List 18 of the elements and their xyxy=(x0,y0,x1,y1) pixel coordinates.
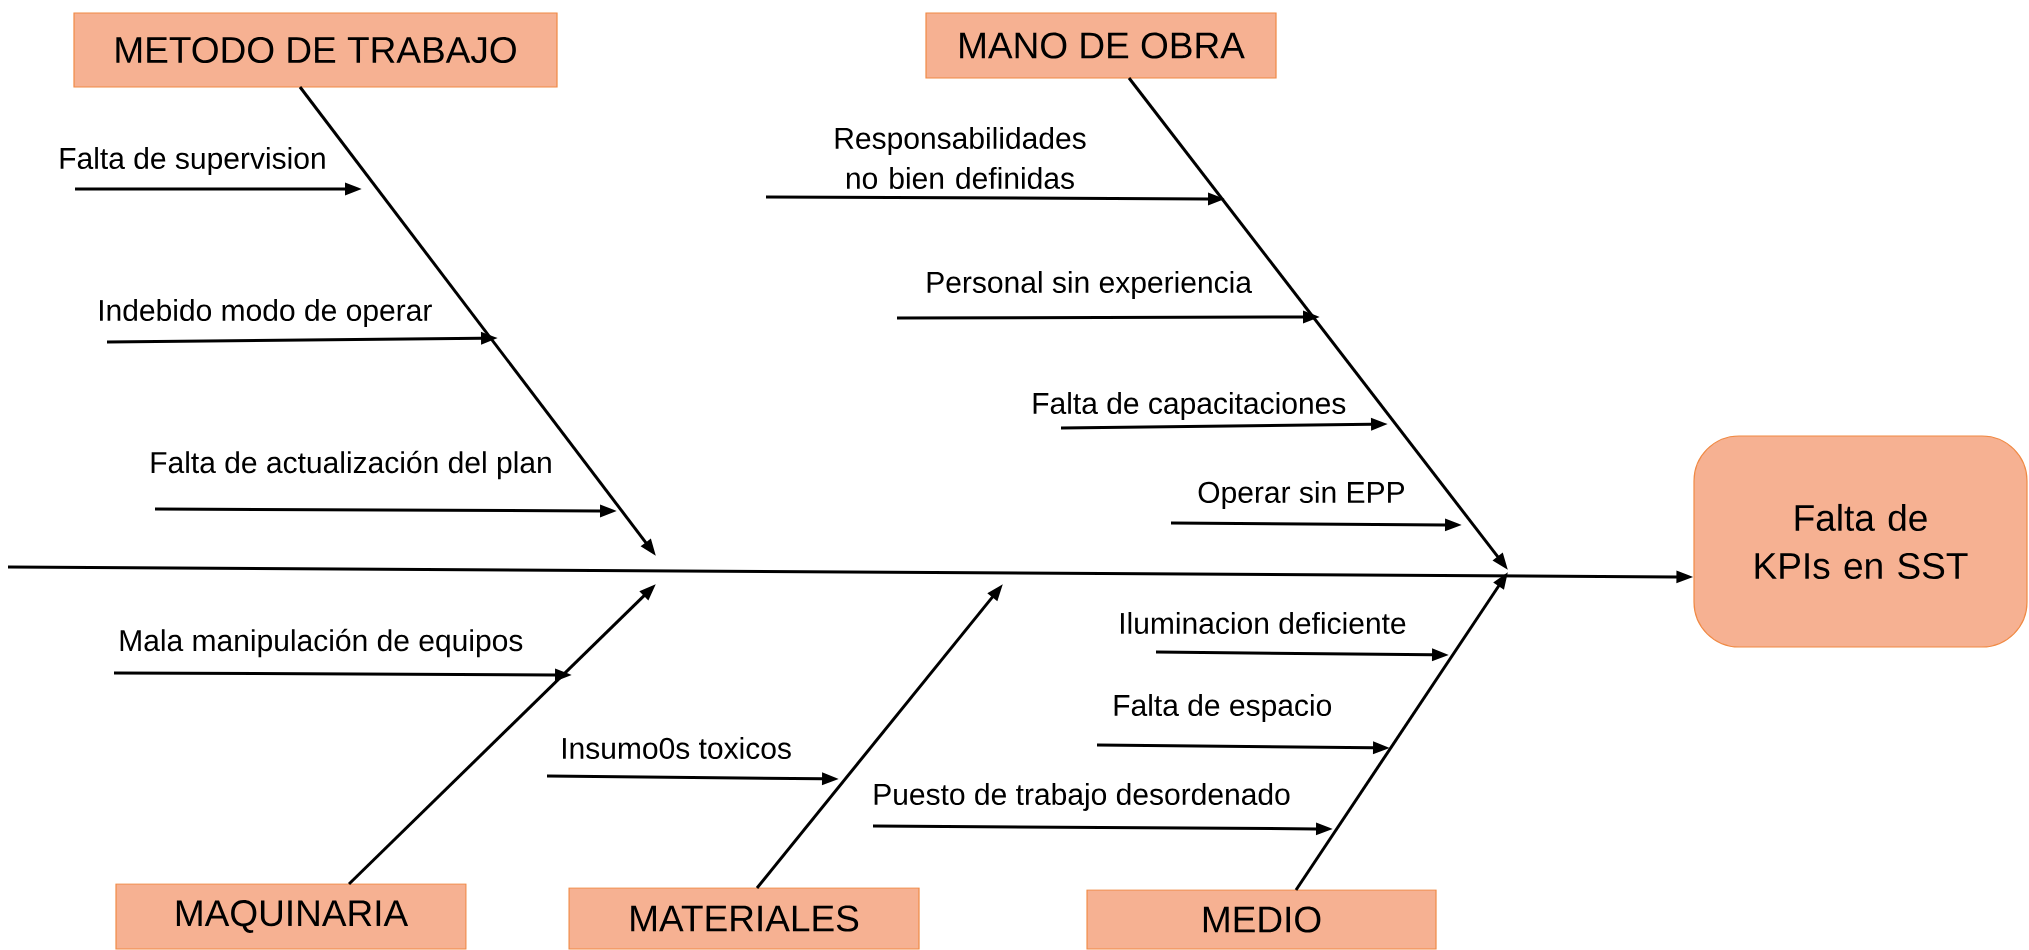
cause-label: Puesto de trabajo desordenado xyxy=(874,783,1290,811)
cause-label: Responsabilidades no bien definidas xyxy=(835,127,1086,189)
effect-box: Falta de KPIs en SST xyxy=(1693,435,2028,648)
cause-label: Falta de espacio xyxy=(1114,694,1332,722)
category-box: METODO DE TRABAJO xyxy=(73,12,558,88)
category-box: MANO DE OBRA xyxy=(925,12,1277,79)
category-box: MATERIALES xyxy=(568,887,920,950)
cause-label: Falta de capacitaciones xyxy=(1033,392,1346,420)
cause-label: Insumo0s toxicos xyxy=(563,737,791,759)
cause-label: Indebido modo de operar xyxy=(100,299,432,327)
category-box: MEDIO xyxy=(1086,889,1437,950)
category-box: MAQUINARIA xyxy=(115,883,467,950)
cause-label: Falta de actualización del plan xyxy=(151,450,551,480)
cause-label: Falta de supervision xyxy=(60,147,325,175)
cause-label: Mala manipulación de equipos xyxy=(120,628,523,658)
cause-label: Iluminacion deficiente xyxy=(1121,612,1406,634)
cause-label: Personal sin experiencia xyxy=(927,271,1252,299)
cause-label: Operar sin EPP xyxy=(1198,481,1404,509)
